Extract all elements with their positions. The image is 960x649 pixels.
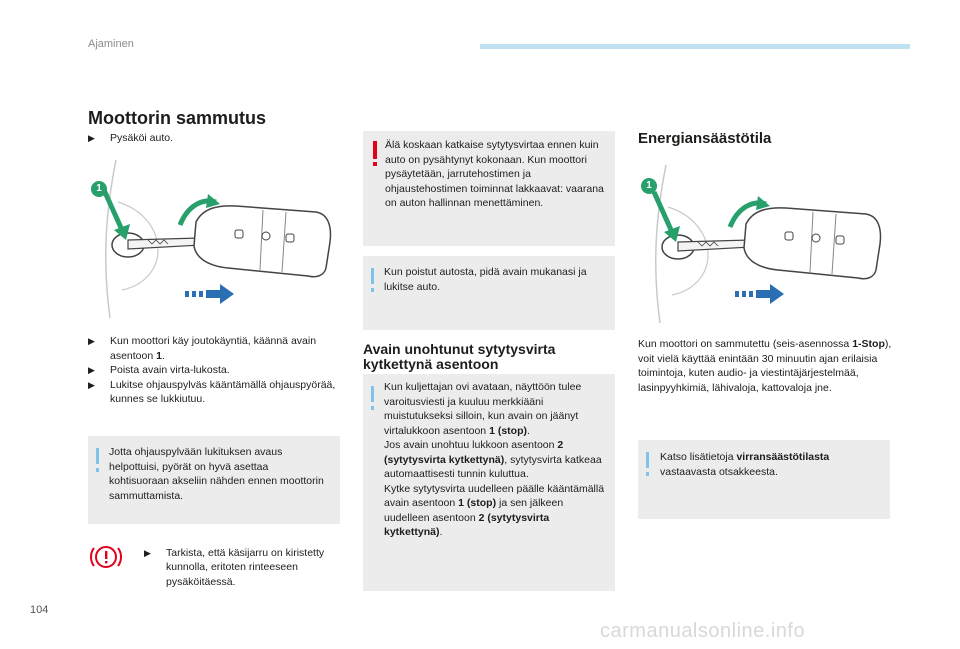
energy-info-box: Katso lisätietoja virransäästötilasta va… xyxy=(638,440,890,519)
step-text-end: . xyxy=(161,349,165,362)
text-span: vastaavasta otsakkeesta. xyxy=(660,465,778,478)
forgot-title-line2: kytkettynä asentoon xyxy=(363,356,499,372)
energy-title: Energiansäästötila xyxy=(638,131,771,146)
info-note-box: Jotta ohjauspylvään lukituksen avaus hel… xyxy=(88,436,340,524)
info-dot-icon xyxy=(371,406,374,410)
warning-exclamation-icon xyxy=(373,141,377,159)
step-text: Poista avain virta-lukosta. xyxy=(110,364,230,376)
text-span: ), voit vielä käyttää enintään 30 minuut… xyxy=(638,338,892,394)
text-span: Katso lisätietoja xyxy=(660,451,737,463)
info-bar-icon xyxy=(371,386,374,402)
arrow-bullet-icon: ▶ xyxy=(88,133,95,143)
info-dot-icon xyxy=(96,468,99,472)
step-item: ▶ Poista avain virta-lukosta. xyxy=(88,363,340,378)
info-note-text: Jotta ohjauspylvään lukituksen avaus hel… xyxy=(109,446,324,502)
bullet-park: ▶ Pysäköi auto. xyxy=(88,131,360,146)
key-illustration-energy: 1 xyxy=(638,155,893,335)
text-span: . xyxy=(439,526,443,538)
info-keep-key-text: Kun poistut autosta, pidä avain mukanasi… xyxy=(384,266,587,293)
energy-description: Kun moottori on sammutettu (seis-asennos… xyxy=(638,337,893,395)
text-bold: 1-Stop xyxy=(852,338,885,350)
steps-list: ▶ Kun moottori käy joutokäyntiä, käännä … xyxy=(88,334,340,407)
text-span: Kun kuljettajan ovi avataan, näyttöön tu… xyxy=(384,381,582,437)
arrow-bullet-icon: ▶ xyxy=(88,379,95,390)
info-bar-icon xyxy=(371,268,374,284)
brake-warning-icon xyxy=(86,542,126,572)
step-text: Kun moottori käy joutokäyntiä, käännä av… xyxy=(110,335,317,362)
forgot-key-box: Kun kuljettajan ovi avataan, näyttöön tu… xyxy=(363,374,615,591)
warning-text: Älä koskaan katkaise sytytysvirtaa ennen… xyxy=(385,139,604,209)
text-bold: virransäästötilasta xyxy=(736,451,830,463)
info-bar-icon xyxy=(646,452,649,468)
text-bold: 2 (sytytysvirta kytkettynä) xyxy=(384,511,550,539)
arrow-bullet-icon: ▶ xyxy=(88,336,95,346)
text-span: Kytke sytytysvirta uudelleen päälle kään… xyxy=(384,482,605,510)
text-span: . xyxy=(527,424,530,437)
text-bold: 1 (stop) xyxy=(489,424,527,437)
text-span: Jos avain unohtuu lukkoon asentoon xyxy=(384,439,558,451)
text-span: , sytytysvirta katkeaa automaattisesti t… xyxy=(384,453,602,481)
warning-dot-icon xyxy=(373,162,377,166)
text-bold: 1 (stop) xyxy=(458,497,497,509)
forgot-title-line1: Avain unohtunut sytytysvirta xyxy=(363,341,556,357)
key-illustration: 1 xyxy=(88,150,343,330)
title-energiansaastotila: Energiansäästötila xyxy=(638,130,772,147)
arrow-bullet-icon: ▶ xyxy=(88,365,95,375)
brake-check-item: ▶ Tarkista, että käsijarru on kiristetty… xyxy=(144,546,351,590)
step-text: Lukitse ohjauspylväs kääntämällä ohjausp… xyxy=(110,378,336,406)
page-number: 104 xyxy=(30,604,49,616)
title-moottorin-sammutus: Moottorin sammutus xyxy=(88,108,266,128)
forgot-key-text: Kun kuljettajan ovi avataan, näyttöön tu… xyxy=(384,380,608,540)
header-bar xyxy=(480,44,910,49)
step-number-badge: 1 xyxy=(641,178,657,194)
info-dot-icon xyxy=(371,288,374,292)
section-title: Moottorin sammutus xyxy=(88,108,266,129)
text-bold: 2 (sytytysvirta kytkettynä) xyxy=(384,439,564,466)
warning-box: Älä koskaan katkaise sytytysvirtaa ennen… xyxy=(363,131,615,246)
energy-info-text: Katso lisätietoja virransäästötilasta va… xyxy=(660,450,882,479)
text-span: Kun moottori on sammutettu (seis-asennos… xyxy=(638,338,853,350)
step-item: ▶ Lukitse ohjauspylväs kääntämällä ohjau… xyxy=(88,378,340,407)
info-bar-icon xyxy=(96,448,99,464)
watermark: carmanualsonline.info xyxy=(600,620,806,642)
step-item: ▶ Kun moottori käy joutokäyntiä, käännä … xyxy=(88,334,340,363)
step-bold: 1 xyxy=(156,349,162,362)
bullet-text: Pysäköi auto. xyxy=(110,132,174,144)
text-span: ja sen jälkeen uudelleen asentoon xyxy=(384,497,564,524)
step-number-badge: 1 xyxy=(91,181,107,197)
arrow-bullet-icon: ▶ xyxy=(144,547,151,558)
info-keep-key-box: Kun poistut autosta, pidä avain mukanasi… xyxy=(363,256,615,330)
brake-check-text: Tarkista, että käsijarru on kiristetty k… xyxy=(166,546,325,588)
section-label: Ajaminen xyxy=(88,38,134,50)
info-dot-icon xyxy=(646,472,649,476)
